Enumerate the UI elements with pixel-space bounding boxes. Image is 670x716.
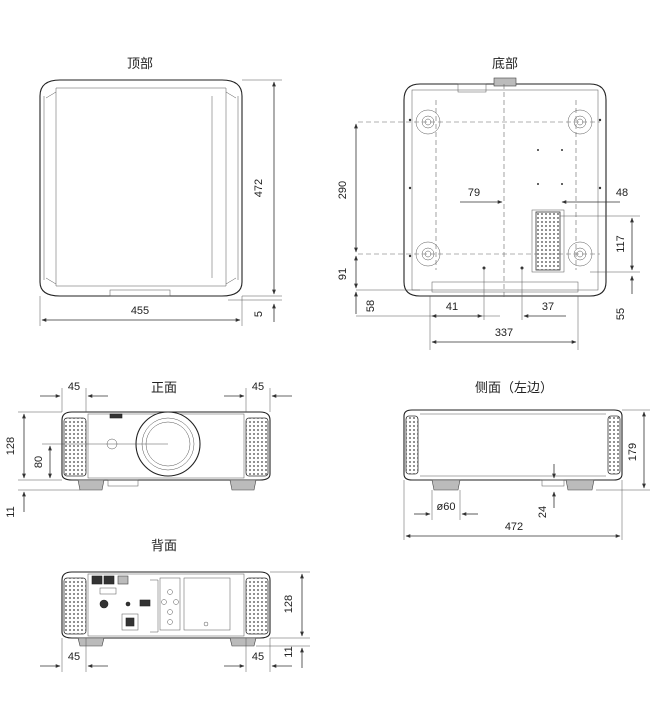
bottom-dim-337: 337 xyxy=(495,327,513,339)
front-dim-left45: 45 xyxy=(68,381,80,393)
bottom-view: 底部 290 xyxy=(337,56,640,350)
side-dim-24: 24 xyxy=(537,506,549,518)
front-view: 正面 45 45 128 80 11 xyxy=(5,380,292,518)
rear-dim-left45: 45 xyxy=(68,651,80,663)
bottom-view-title: 底部 xyxy=(492,56,518,71)
side-dim-foot: ø60 xyxy=(437,501,456,513)
rear-connectors xyxy=(91,575,231,633)
side-view: 侧面（左边） 179 ø60 24 472 xyxy=(403,380,650,540)
bottom-dim-58: 58 xyxy=(365,300,377,312)
side-dim-179: 179 xyxy=(627,443,639,461)
bottom-dim-37: 37 xyxy=(542,301,554,313)
bottom-dim-55: 55 xyxy=(615,308,627,320)
front-dim-right45: 45 xyxy=(252,381,264,393)
front-dim-11: 11 xyxy=(5,506,17,517)
top-view: 顶部 472 5 455 xyxy=(39,56,282,326)
bottom-dim-290: 290 xyxy=(337,181,349,199)
side-dim-472: 472 xyxy=(505,521,523,533)
bottom-dim-79: 79 xyxy=(468,187,480,199)
bottom-dim-91: 91 xyxy=(337,268,349,280)
top-offset-dim: 5 xyxy=(253,311,265,317)
rear-dim-right45: 45 xyxy=(252,651,264,663)
bottom-dim-41: 41 xyxy=(446,301,458,313)
front-dim-80: 80 xyxy=(33,456,45,468)
rear-dim-11: 11 xyxy=(283,646,295,657)
front-dim-128: 128 xyxy=(5,437,17,455)
top-view-title: 顶部 xyxy=(127,56,153,71)
rear-view-title: 背面 xyxy=(151,538,177,553)
bottom-dim-48: 48 xyxy=(616,187,628,199)
front-view-title: 正面 xyxy=(151,380,177,395)
top-width-dim: 455 xyxy=(131,305,149,317)
side-view-title: 侧面（左边） xyxy=(475,380,553,395)
rear-view: 背面 12 xyxy=(40,538,310,672)
bottom-dim-117: 117 xyxy=(615,235,627,253)
top-depth-dim: 472 xyxy=(253,179,265,197)
rear-dim-128: 128 xyxy=(283,595,295,613)
